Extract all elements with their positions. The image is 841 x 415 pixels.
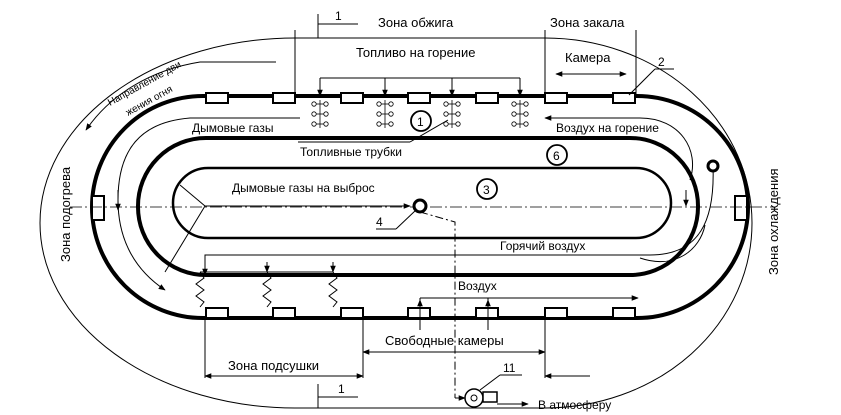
chamber xyxy=(205,92,229,104)
combustion-air-label: Воздух на горение xyxy=(556,121,659,135)
air-label: Воздух xyxy=(458,279,497,293)
chamber xyxy=(407,307,431,319)
chamber-right xyxy=(734,195,748,221)
flue-gases-label: Дымовые газы xyxy=(192,121,273,135)
zone-preheat-label: Зона подогрева xyxy=(58,166,73,262)
chambers-top xyxy=(205,92,636,104)
combustion-air-path xyxy=(544,115,694,181)
outer-zone-boundary xyxy=(39,37,753,409)
zone-quench-label: Зона закала xyxy=(550,15,625,30)
chamber xyxy=(475,307,499,319)
callout-11: 11 xyxy=(503,361,516,375)
hot-air-path xyxy=(202,165,714,276)
hot-air-inlet xyxy=(706,159,720,173)
chamber xyxy=(340,307,364,319)
callout-6-circle xyxy=(546,144,568,166)
flue-gases-exhaust-label: Дымовые газы на выброс xyxy=(232,181,375,195)
flue-gases-path xyxy=(117,117,300,291)
chamber xyxy=(475,92,499,104)
chamber-left xyxy=(91,195,105,221)
fuel-supply-bracket xyxy=(317,77,523,97)
chamber xyxy=(272,307,296,319)
callout-3: 3 xyxy=(483,183,490,197)
fuel-combustion-label: Топливо на горение xyxy=(356,45,475,60)
zone-firing-label: Зона обжига xyxy=(378,15,454,30)
callout-4: 4 xyxy=(376,215,383,229)
kiln-inner-wall xyxy=(136,136,700,277)
callout-2: 2 xyxy=(658,55,665,69)
to-atmosphere-label: В атмосферу xyxy=(538,398,611,412)
exhaust-fan xyxy=(464,388,498,408)
heat-flues xyxy=(195,262,338,308)
chamber xyxy=(340,92,364,104)
chamber xyxy=(544,307,568,319)
callout-1-circle: 1 xyxy=(417,115,424,129)
callout-1-top: 1 xyxy=(335,9,342,23)
fuel-tube-groups xyxy=(311,100,529,128)
central-flue-duct xyxy=(171,166,673,240)
chamber xyxy=(612,307,636,319)
chamber xyxy=(407,92,431,104)
callout-6: 6 xyxy=(553,149,560,163)
callout-1-circle-shape xyxy=(410,110,432,132)
chamber xyxy=(205,307,229,319)
free-chambers-label: Свободные камеры xyxy=(385,333,504,348)
exhaust-line xyxy=(419,211,456,398)
hot-air-label: Горячий воздух xyxy=(500,239,585,253)
chamber-label: Камера xyxy=(565,50,611,65)
zone-cooling-label: Зона охлаждения xyxy=(766,169,781,276)
chambers-bottom xyxy=(205,307,636,319)
zone-drying-label: Зона подсушки xyxy=(228,358,319,373)
fuel-tubes-label: Топливные трубки xyxy=(300,145,402,159)
chamber xyxy=(544,92,568,104)
chamber xyxy=(612,92,636,104)
chamber xyxy=(272,92,296,104)
fire-direction-arrow xyxy=(85,61,276,131)
callout-3-circle xyxy=(476,178,498,200)
callout-1-bottom: 1 xyxy=(338,382,345,396)
